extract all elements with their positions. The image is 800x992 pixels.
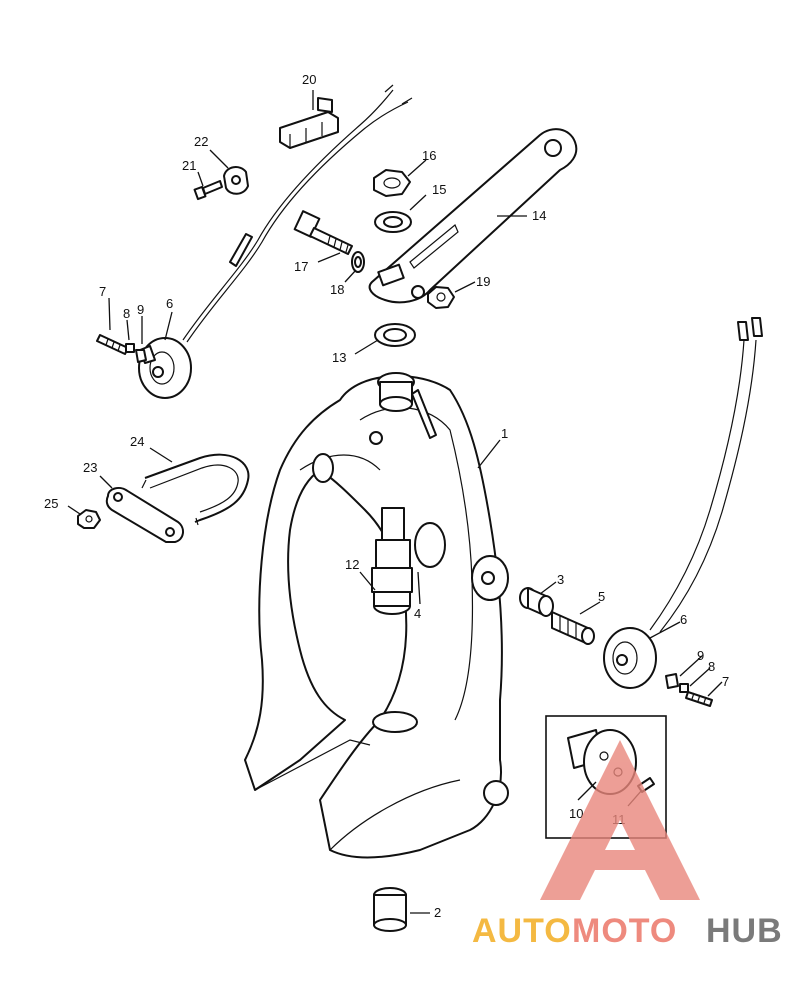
callout-23: 23: [83, 460, 97, 475]
wire-harness-right: [649, 317, 763, 633]
bushing-3: [519, 587, 554, 617]
screw-21: [193, 180, 223, 201]
callout-5: 5: [598, 589, 605, 604]
callout-16: 16: [422, 148, 436, 163]
callout-8b: 8: [708, 659, 715, 674]
callout-25: 25: [44, 496, 58, 511]
swivel-bracket: [244, 372, 509, 859]
callout-3: 3: [557, 572, 564, 587]
callout-2: 2: [434, 905, 441, 920]
callout-20: 20: [302, 72, 316, 87]
trim-sender-right: [603, 627, 657, 689]
trim-sender-left: [138, 337, 192, 399]
callout-8a: 8: [123, 306, 130, 321]
callout-22: 22: [194, 134, 208, 149]
callout-12: 12: [345, 557, 359, 572]
callout-18: 18: [330, 282, 344, 297]
callout-9a: 9: [137, 302, 144, 317]
watermark-auto: AUTO: [472, 912, 572, 950]
washer-13: [374, 323, 416, 347]
callout-labels: 20 22 21 16 15 14 17 18 19 13 7 8 9 6 1 …: [44, 72, 729, 920]
watermark-text: AUTO MOTO HUB: [472, 912, 783, 950]
nut-19: [427, 286, 455, 309]
callout-17: 17: [294, 259, 308, 274]
nut-16: [373, 169, 411, 197]
washer-8b: [679, 683, 689, 693]
callout-24: 24: [130, 434, 144, 449]
callout-6b: 6: [680, 612, 687, 627]
triangle-logo-icon: [540, 740, 700, 900]
clamp-20: [279, 97, 339, 149]
washer-8a: [125, 343, 135, 353]
wire-harness-left: [182, 84, 413, 343]
callout-15: 15: [432, 182, 446, 197]
callout-1: 1: [501, 426, 508, 441]
callout-7a: 7: [99, 284, 106, 299]
screw-7a: [96, 334, 129, 355]
clip-22: [223, 166, 249, 195]
watermark-logo: [540, 740, 700, 900]
screw-7b: [685, 691, 713, 707]
callout-19: 19: [476, 274, 490, 289]
steering-arm: [368, 128, 578, 304]
bolt-17: [293, 210, 353, 255]
callout-21: 21: [182, 158, 196, 173]
watermark-moto: MOTO: [572, 912, 677, 950]
callout-10: 10: [569, 806, 583, 821]
plate-23: [105, 487, 184, 543]
bushing-2: [373, 887, 407, 932]
callout-6a: 6: [166, 296, 173, 311]
spacer-9b: [665, 673, 679, 689]
washer-15: [374, 211, 412, 233]
pivot-pin-5: [551, 611, 595, 645]
spacer-9a: [135, 349, 147, 363]
callout-7b: 7: [722, 674, 729, 689]
triangle-logo-bar: [590, 850, 650, 870]
washer-18: [351, 251, 365, 273]
callout-9b: 9: [697, 648, 704, 663]
u-bolt-24: [141, 453, 250, 526]
callout-13: 13: [332, 350, 346, 365]
callout-4: 4: [414, 606, 421, 621]
callout-14: 14: [532, 208, 546, 223]
nut-25: [77, 509, 101, 529]
watermark-hub: HUB: [706, 912, 783, 950]
leader-lines: [67, 90, 723, 914]
tilt-tube-12: [371, 507, 413, 615]
